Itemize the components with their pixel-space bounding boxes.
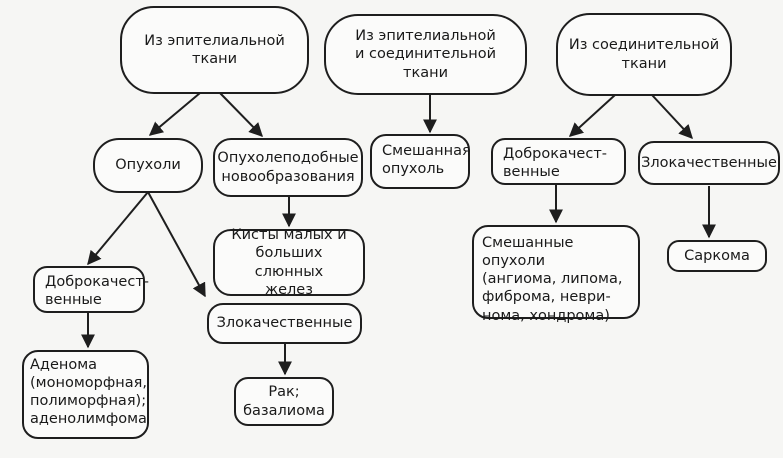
arrow-epithelial-to-tumor-like [219, 92, 263, 138]
node-epithelial: Из эпителиальной ткани [120, 6, 309, 94]
node-cysts: Кисты малых и больших слюнных желез [213, 227, 365, 298]
arrow-epithelial-to-tumors [148, 92, 201, 136]
node-adenoma: Аденома (мономорфная, полиморфная); аден… [22, 350, 149, 439]
node-epithelial-and-connective: Из эпителиальной и соединительной ткани [324, 14, 527, 95]
node-malignant-epithelial: Злокачественные [207, 303, 362, 344]
node-cancer: Рак; базалиома [234, 377, 334, 426]
node-mixed-tumor: Смешанная опухоль [370, 134, 471, 189]
node-benign-connective: Доброкачест- венные [491, 138, 626, 185]
arrow-connective-to-malignant [651, 94, 693, 140]
arrow-connective-to-benign [568, 94, 616, 137]
node-sarcoma: Саркома [667, 240, 767, 272]
node-benign-epithelial: Доброкачест- венные [33, 266, 149, 313]
node-malignant-connective: Злокачественные [638, 141, 780, 185]
node-connective: Из соединительной ткани [556, 13, 732, 96]
node-tumor-like: Опухолеподобные новообразования [213, 138, 363, 197]
node-mixed-tumors-list: Смешанные опухоли (ангиома, липома, фибр… [472, 225, 640, 324]
arrow-tumors-to-benign [87, 191, 149, 266]
arrow-tumors-to-malignant [147, 191, 206, 298]
node-tumors: Опухоли [93, 138, 203, 193]
